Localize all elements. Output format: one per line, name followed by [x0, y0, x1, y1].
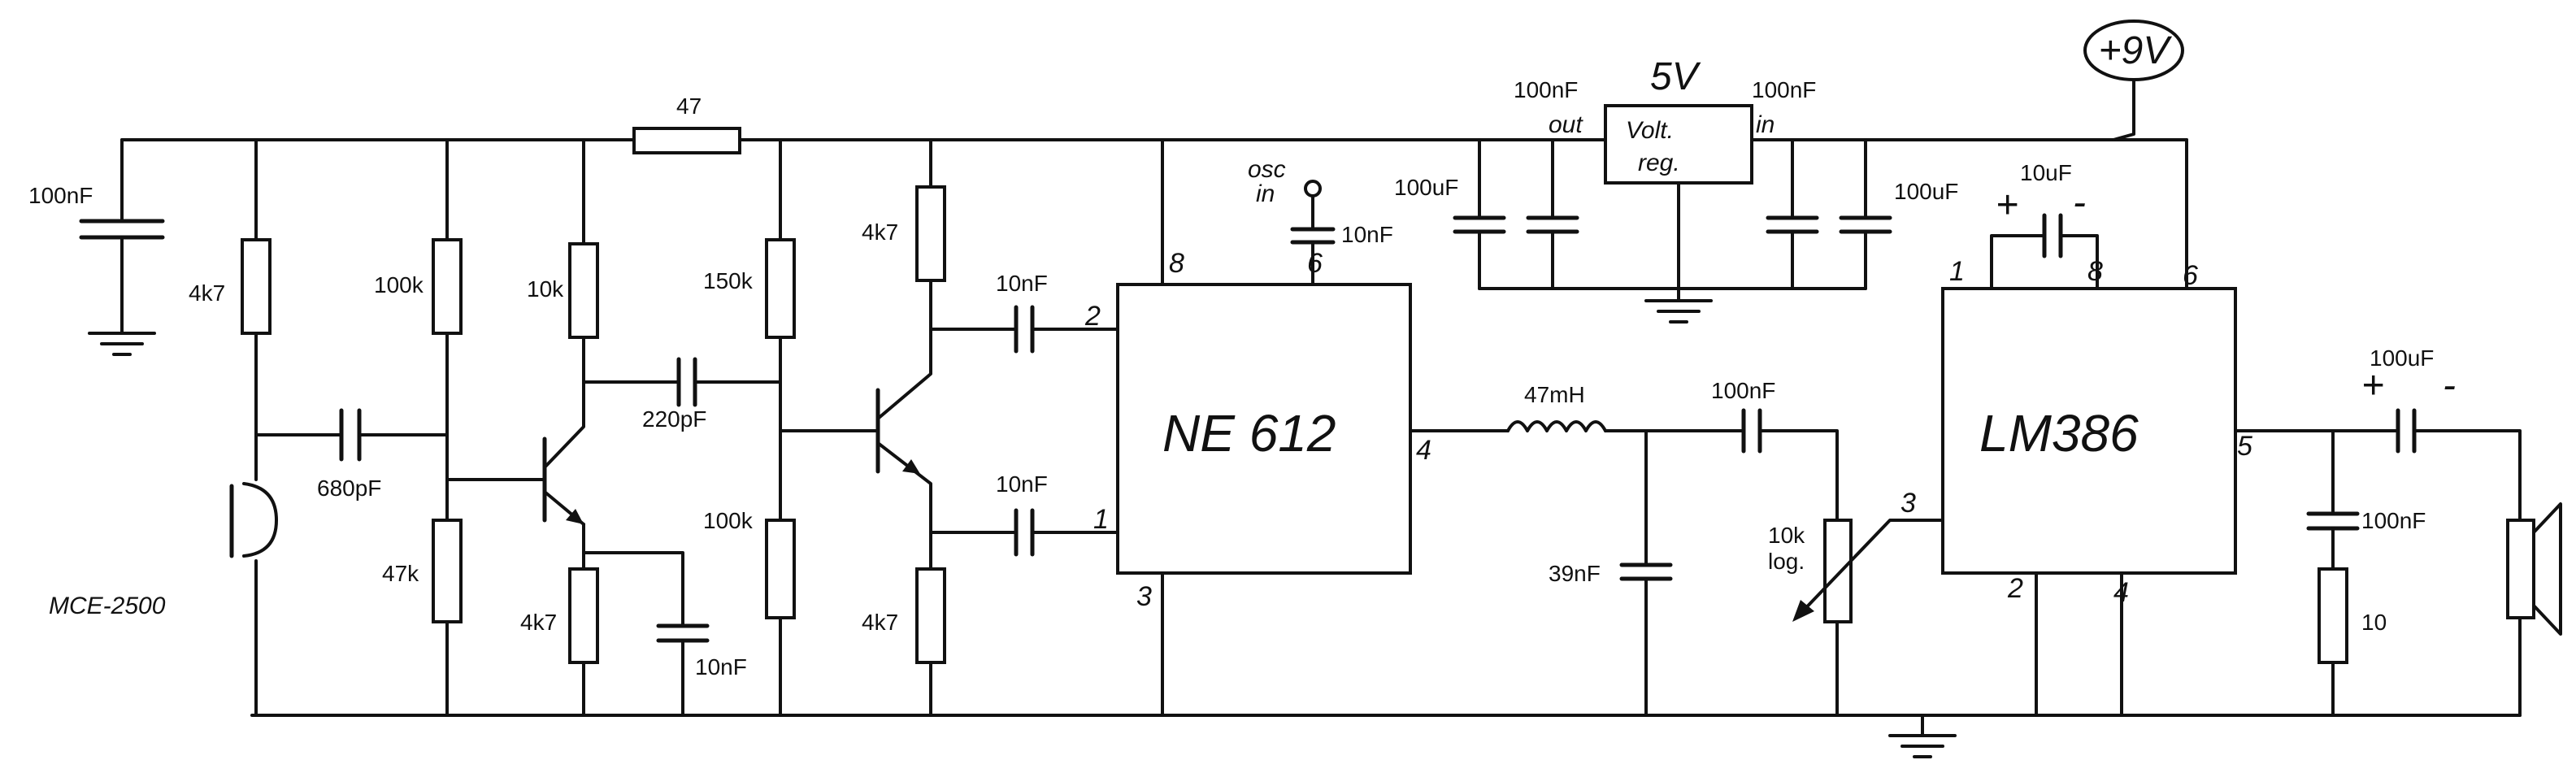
svg-text:47: 47 — [676, 93, 702, 119]
resistor-4k7-collector: 4k7 — [862, 138, 946, 331]
svg-text:10nF: 10nF — [1341, 222, 1393, 247]
svg-text:3: 3 — [1136, 581, 1152, 612]
resistor-150k: 150k — [703, 138, 796, 522]
capacitor-100uF-output: 100uF + - — [2331, 345, 2522, 522]
supply-label: +9V — [2099, 29, 2173, 72]
svg-text:3: 3 — [1901, 488, 1916, 519]
svg-text:100k: 100k — [703, 508, 754, 533]
inductor-label: 47mH — [1524, 382, 1585, 407]
svg-text:10k: 10k — [527, 276, 564, 302]
svg-text:2: 2 — [2007, 573, 2023, 604]
svg-text:Volt.: Volt. — [1626, 117, 1674, 144]
svg-text:10uF: 10uF — [2020, 160, 2072, 185]
osc-in-terminal: osc in — [1248, 156, 1322, 207]
capacitor-10nF-osc: 10nF — [1290, 194, 1393, 286]
capacitor-100uF-reg-in: 100uF — [1839, 138, 1958, 290]
svg-text:100nF: 100nF — [1514, 77, 1578, 102]
ne612-label: NE 612 — [1162, 404, 1336, 462]
microphone-label: MCE-2500 — [49, 593, 166, 619]
svg-text:4k7: 4k7 — [862, 219, 898, 245]
resistor-100k-divider: 100k — [703, 508, 796, 717]
svg-text:100nF: 100nF — [1711, 378, 1775, 403]
svg-text:47k: 47k — [382, 561, 419, 586]
svg-text:100nF: 100nF — [1752, 77, 1816, 102]
svg-text:5V: 5V — [1650, 55, 1701, 98]
capacitor-39nF: 39nF — [1549, 429, 1673, 717]
capacitor-100nF-input: 100nF — [28, 138, 165, 335]
potentiometer-icon: 10k log. — [1768, 519, 1944, 717]
microphone-icon — [229, 482, 278, 558]
ground-icon — [1644, 287, 1713, 324]
lm386-label: LM386 — [1979, 404, 2139, 462]
capacitor-100uF-reg-out: 100uF — [1394, 138, 1506, 290]
voltage-regulator: 5V Volt. reg. out in — [1549, 55, 1775, 290]
svg-text:10nF: 10nF — [996, 271, 1048, 296]
npn-transistor-icon — [779, 328, 932, 534]
svg-text:4k7: 4k7 — [520, 610, 557, 635]
svg-text:-: - — [2073, 181, 2086, 224]
supply-9v: +9V — [2083, 20, 2184, 141]
svg-text:4: 4 — [1416, 435, 1431, 466]
svg-text:10k: 10k — [1768, 523, 1805, 548]
inductor-icon: 47mH — [1409, 382, 1648, 432]
svg-text:100uF: 100uF — [1394, 175, 1458, 200]
svg-text:out: out — [1549, 111, 1583, 138]
svg-text:220pF: 220pF — [642, 406, 706, 432]
resistor-47-rail: 47 — [632, 93, 741, 154]
svg-text:2: 2 — [1084, 301, 1101, 332]
svg-text:log.: log. — [1768, 549, 1805, 574]
svg-text:osc: osc — [1248, 156, 1286, 183]
svg-text:100uF: 100uF — [2370, 345, 2434, 371]
svg-text:10nF: 10nF — [695, 654, 747, 680]
svg-text:1: 1 — [1093, 504, 1109, 535]
resistor-100k-bias: 100k — [374, 138, 463, 522]
capacitor-100nF-reg-in — [1766, 138, 1819, 290]
capacitor-10nF-emitter: 10nF — [582, 551, 747, 717]
svg-text:4k7: 4k7 — [862, 610, 898, 635]
svg-text:10: 10 — [2361, 610, 2387, 635]
svg-text:reg.: reg. — [1638, 150, 1680, 176]
svg-text:8: 8 — [1169, 248, 1184, 279]
ground-icon — [88, 332, 156, 356]
resistor-10-zobel: 10 — [2318, 567, 2387, 717]
ground-icon — [1888, 714, 1957, 758]
svg-text:in: in — [1256, 180, 1275, 207]
svg-text:6: 6 — [2183, 260, 2198, 291]
svg-text:150k: 150k — [703, 268, 754, 293]
svg-text:8: 8 — [2087, 256, 2103, 287]
capacitor-100nF-zobel: 100nF — [2306, 429, 2426, 571]
svg-text:-: - — [2443, 364, 2456, 407]
resistor-10k: 10k — [527, 138, 599, 384]
capacitor-10nF-pin2: 10nF — [929, 271, 1119, 354]
capacitor-100nF-reg-out — [1526, 138, 1579, 290]
capacitor-100nF-coupling: 100nF — [1644, 378, 1839, 522]
svg-text:in: in — [1756, 111, 1775, 138]
lm386-chip: LM386 1 8 6 3 5 2 4 — [1901, 138, 2252, 717]
npn-transistor-icon — [445, 380, 585, 526]
svg-text:6: 6 — [1307, 248, 1323, 279]
resistor-4k7-mic: 4k7 — [189, 138, 272, 436]
svg-text:100uF: 100uF — [1894, 179, 1958, 204]
svg-text:5: 5 — [2237, 431, 2252, 462]
capacitor-10uF-gain: 10uF + - — [1990, 160, 2099, 290]
svg-text:100k: 100k — [374, 272, 424, 297]
resistor-4k7-emitter-2: 4k7 — [862, 531, 946, 717]
svg-text:10nF: 10nF — [996, 471, 1048, 497]
capacitor-220pF: 220pF — [582, 357, 782, 432]
ne612-chip: NE 612 8 6 2 1 4 3 — [1084, 138, 1431, 717]
svg-text:+: + — [2361, 364, 2384, 407]
svg-text:4k7: 4k7 — [189, 280, 225, 306]
capacitor-680pF: 680pF — [254, 408, 449, 501]
capacitor-10nF-pin1: 10nF — [929, 471, 1119, 557]
speaker-icon — [2506, 502, 2562, 717]
svg-text:100nF: 100nF — [2361, 508, 2426, 533]
resistor-4k7-emitter: 4k7 — [520, 551, 599, 717]
svg-text:39nF: 39nF — [1549, 561, 1601, 586]
svg-text:+: + — [1996, 184, 2018, 227]
svg-text:680pF: 680pF — [317, 476, 381, 501]
resistor-47k: 47k — [382, 519, 463, 717]
svg-text:1: 1 — [1949, 256, 1965, 287]
svg-text:100nF: 100nF — [28, 183, 93, 208]
